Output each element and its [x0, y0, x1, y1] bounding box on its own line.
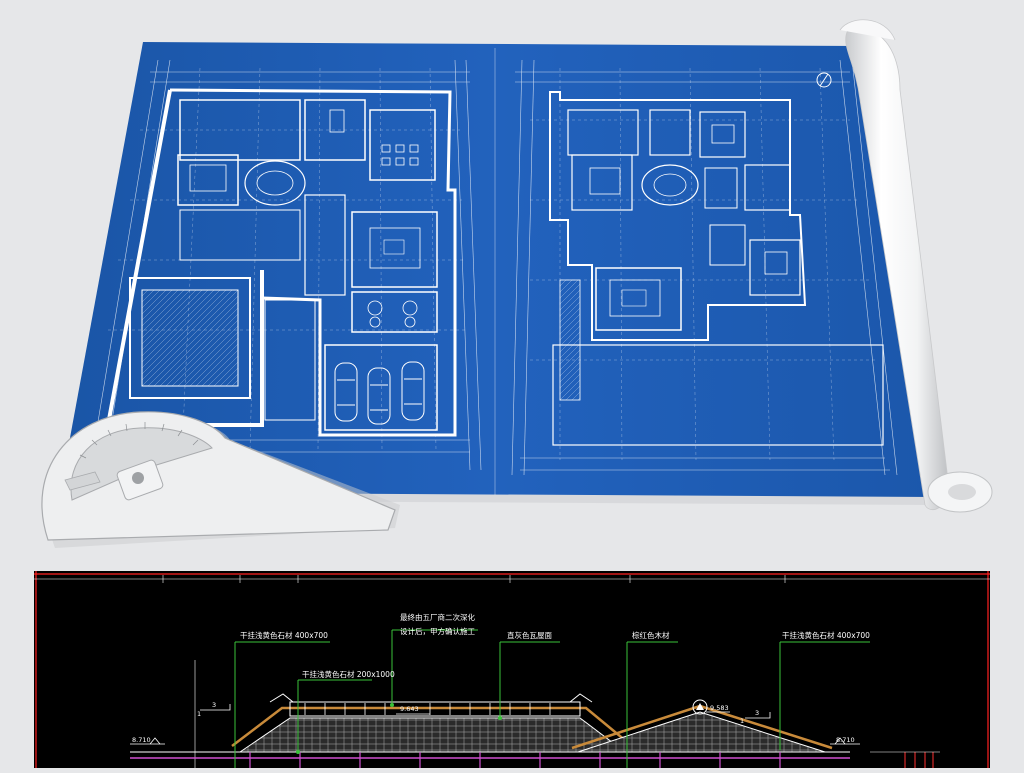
sheet-background — [60, 42, 935, 497]
label-slope-right-base: 1 — [740, 717, 744, 725]
label-roof: 直灰色瓦屋面 — [507, 630, 552, 640]
car-1 — [334, 362, 358, 422]
living-sofa — [369, 227, 421, 269]
yard — [552, 344, 884, 446]
label-elev-right: 8.710 — [836, 736, 855, 744]
cad-leaders — [234, 629, 870, 768]
label-slope-left-base: 1 — [197, 710, 201, 718]
protractor-ticks — [79, 422, 199, 459]
cad-leader-dots — [296, 703, 502, 754]
north-arrow-icon — [816, 72, 832, 88]
cad-roof-right — [571, 699, 833, 753]
right-outer-wall — [549, 91, 807, 341]
label-elev-right-top: 9.583 — [710, 704, 729, 712]
label-stone-center: 干挂浅黄色石材 200x1000 — [302, 669, 395, 679]
bed-right — [764, 251, 788, 275]
label-wood: 棕红色木材 — [632, 630, 670, 640]
left-floor-plan — [105, 88, 457, 437]
label-stone-left: 干挂浅黄色石材 400x700 — [240, 630, 328, 640]
axis-dashes — [108, 67, 878, 461]
cad-grid-marks — [162, 575, 786, 583]
label-slope-left: 3 — [212, 701, 216, 709]
spiral-stair-right — [641, 164, 699, 206]
roof-balustrade — [304, 703, 551, 715]
sofa-set-left — [189, 164, 227, 192]
garage-cars — [334, 361, 425, 425]
outdoor-tables — [367, 300, 418, 328]
car-3 — [401, 361, 425, 421]
cad-roof-main — [231, 693, 633, 753]
left-outer-boundary — [169, 88, 457, 437]
cad-label-group: 干挂浅黄色石材 400x700 干挂浅黄色石材 200x1000 最终由五厂商二… — [132, 612, 870, 744]
dining-table-right — [589, 167, 621, 195]
label-elev-left: 8.710 — [132, 736, 151, 744]
cad-columns — [249, 752, 781, 768]
label-note-line1: 最终由五厂商二次深化 — [400, 612, 475, 622]
protractor-icon — [41, 411, 400, 548]
dining-chairs-left — [381, 144, 419, 166]
blueprint-sheet — [60, 42, 935, 497]
label-elev-center: 9.643 — [400, 705, 419, 713]
spiral-stair-left — [244, 160, 306, 206]
cad-dimension-ticks — [904, 752, 934, 768]
car-2 — [367, 367, 391, 425]
pool — [141, 289, 239, 387]
cad-elevation-marks — [130, 704, 860, 745]
paper-roll-icon — [839, 19, 993, 513]
label-slope-right: 3 — [755, 709, 759, 717]
garage — [324, 344, 438, 431]
sofa-set-right — [609, 279, 661, 317]
right-stair — [559, 279, 581, 401]
right-floor-plan — [549, 72, 884, 446]
label-stone-right: 干挂浅黄色石材 400x700 — [782, 630, 870, 640]
cad-elevation-panel: 干挂浅黄色石材 400x700 干挂浅黄色石材 200x1000 最终由五厂商二… — [34, 571, 990, 768]
label-note-line2: 设计后，甲方确认施工 — [400, 626, 475, 636]
pool-outline — [129, 277, 251, 399]
